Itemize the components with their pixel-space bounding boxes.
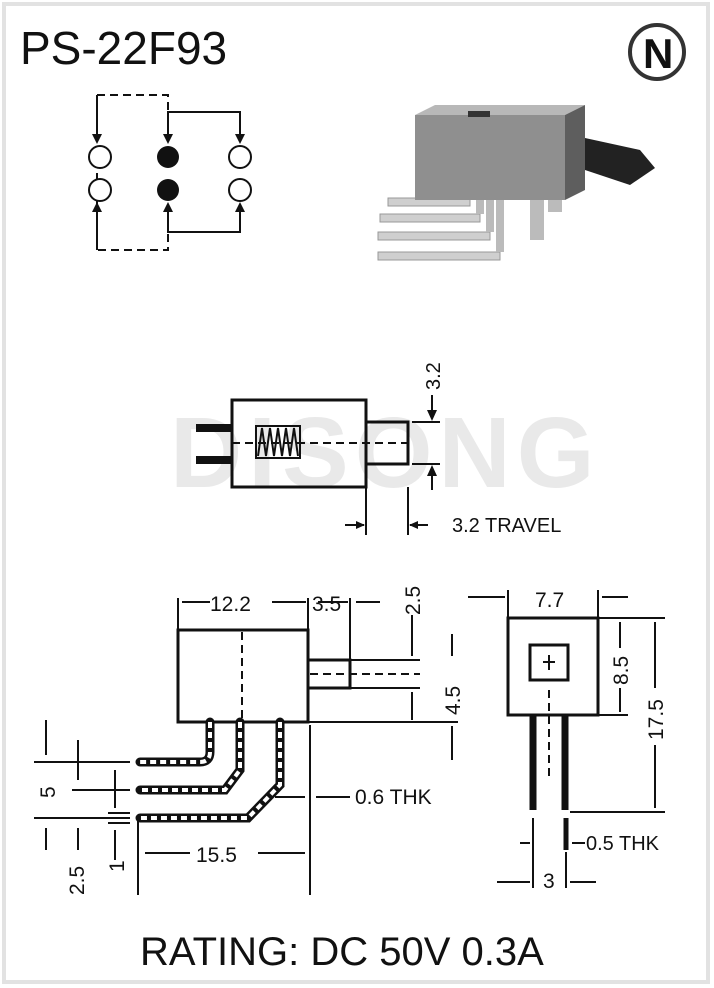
rating-text: RATING: DC 50V 0.3A bbox=[140, 930, 544, 974]
dim-body-length: 12.2 bbox=[210, 593, 251, 616]
dim-actuator-height: 3.2 bbox=[423, 362, 445, 390]
dim-lead-pitch: 5 bbox=[37, 786, 60, 798]
terminal-common bbox=[157, 146, 179, 168]
terminal-open bbox=[88, 145, 112, 169]
brand-logo: N bbox=[628, 23, 686, 81]
page-title: PS-22F93 bbox=[20, 22, 227, 74]
terminal-open bbox=[228, 145, 252, 169]
terminal-open bbox=[88, 178, 112, 202]
dim-lead-length: 15.5 bbox=[196, 844, 237, 867]
dim-actuator-length: 3.5 bbox=[312, 593, 341, 616]
dim-body-height: 8.5 bbox=[610, 656, 633, 685]
circuit-schematic bbox=[88, 94, 252, 251]
dim-lead-thickness: 0.6 THK bbox=[355, 786, 432, 809]
dim-pin-thickness: 0.5 THK bbox=[586, 833, 660, 855]
dim-total-height: 17.5 bbox=[645, 699, 668, 740]
dim-pin-pitch: 3 bbox=[543, 870, 555, 893]
side-view-drawing: 3.2 3.2 TRAVEL bbox=[196, 362, 561, 537]
dim-actuator-height: 2.5 bbox=[402, 586, 425, 615]
dim-width: 7.7 bbox=[535, 589, 564, 612]
front-view-drawing: 12.2 3.5 2.5 4.5 5 2.5 1 15.5 0.6 THK bbox=[34, 586, 465, 895]
terminal-common bbox=[157, 179, 179, 201]
dim-travel: 3.2 TRAVEL bbox=[452, 515, 561, 537]
dim-lead-width: 1 bbox=[106, 860, 129, 872]
logo-letter: N bbox=[643, 30, 673, 77]
product-photo bbox=[377, 105, 655, 261]
terminal-open bbox=[228, 178, 252, 202]
watermark: DISONG bbox=[170, 397, 600, 509]
dim-lead-offset: 2.5 bbox=[66, 866, 89, 895]
dim-actuator-offset: 4.5 bbox=[442, 686, 465, 715]
end-view-drawing: 7.7 8.5 17.5 0.5 THK 3 bbox=[468, 589, 668, 893]
